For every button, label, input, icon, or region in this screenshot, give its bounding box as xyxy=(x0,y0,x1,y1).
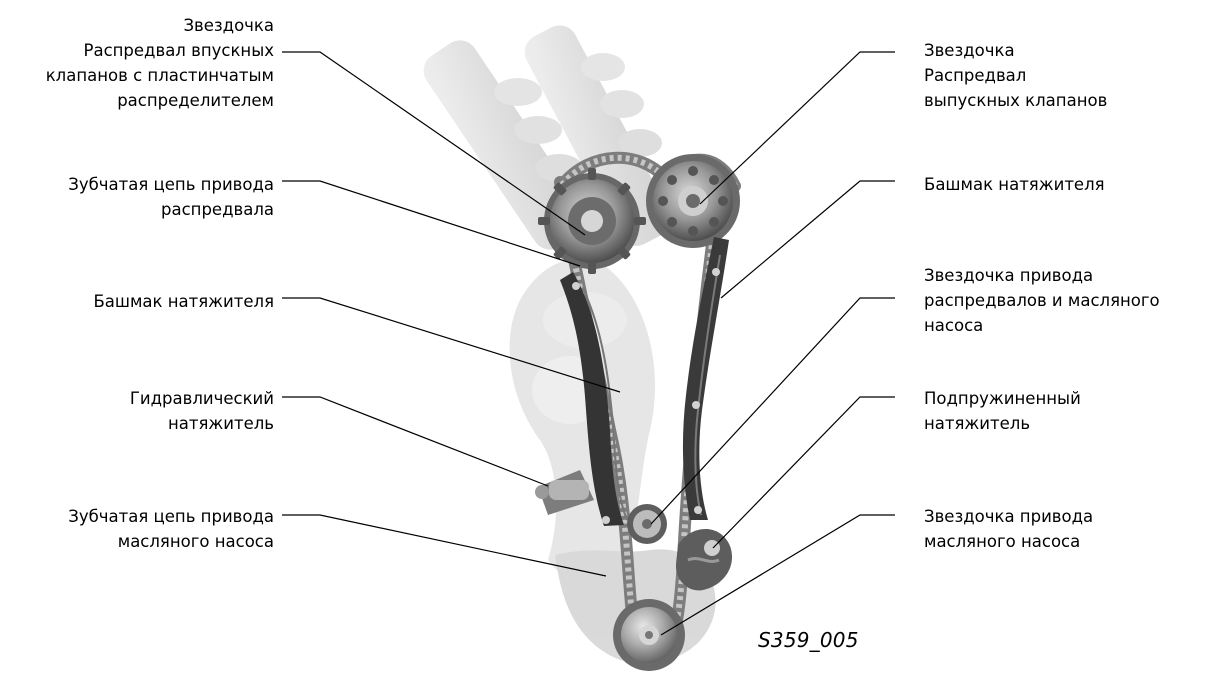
oil-pump-chain-label: Зубчатая цепь привода масляного насоса xyxy=(12,504,274,554)
exhaust-sprocket-label: Звездочка Распредвал выпускных клапанов xyxy=(924,38,1186,113)
right-tensioner-shoe xyxy=(683,237,729,520)
oil-pump-sprocket xyxy=(613,599,685,671)
spring-tensioner-label: Подпружиненный натяжитель xyxy=(924,386,1186,436)
hydraulic-tensioner-label: Гидравлический натяжитель xyxy=(12,386,274,436)
leader-right-tensioner-shoe xyxy=(721,181,895,298)
intake-sprocket-label: Звездочка Распредвал впускных клапанов с… xyxy=(12,13,274,113)
right-tensioner-shoe-label: Башмак натяжителя xyxy=(924,172,1186,197)
left-tensioner-shoe-label: Башмак натяжителя xyxy=(12,289,274,314)
drive-sprocket-label: Звездочка привода распредвалов и масляно… xyxy=(924,263,1186,338)
spring-tensioner xyxy=(676,529,732,590)
exhaust-sprocket xyxy=(646,154,740,248)
leader-hydraulic-tensioner xyxy=(282,397,548,486)
oil-pump-sprocket-label: Звездочка привода масляного насоса xyxy=(924,504,1186,554)
background-engine xyxy=(417,19,716,663)
leader-spring-tensioner xyxy=(713,397,895,548)
drive-sprocket xyxy=(627,504,667,544)
cam-chain-label: Зубчатая цепь привода распредвала xyxy=(12,172,274,222)
figure-code: S359_005 xyxy=(758,628,859,652)
